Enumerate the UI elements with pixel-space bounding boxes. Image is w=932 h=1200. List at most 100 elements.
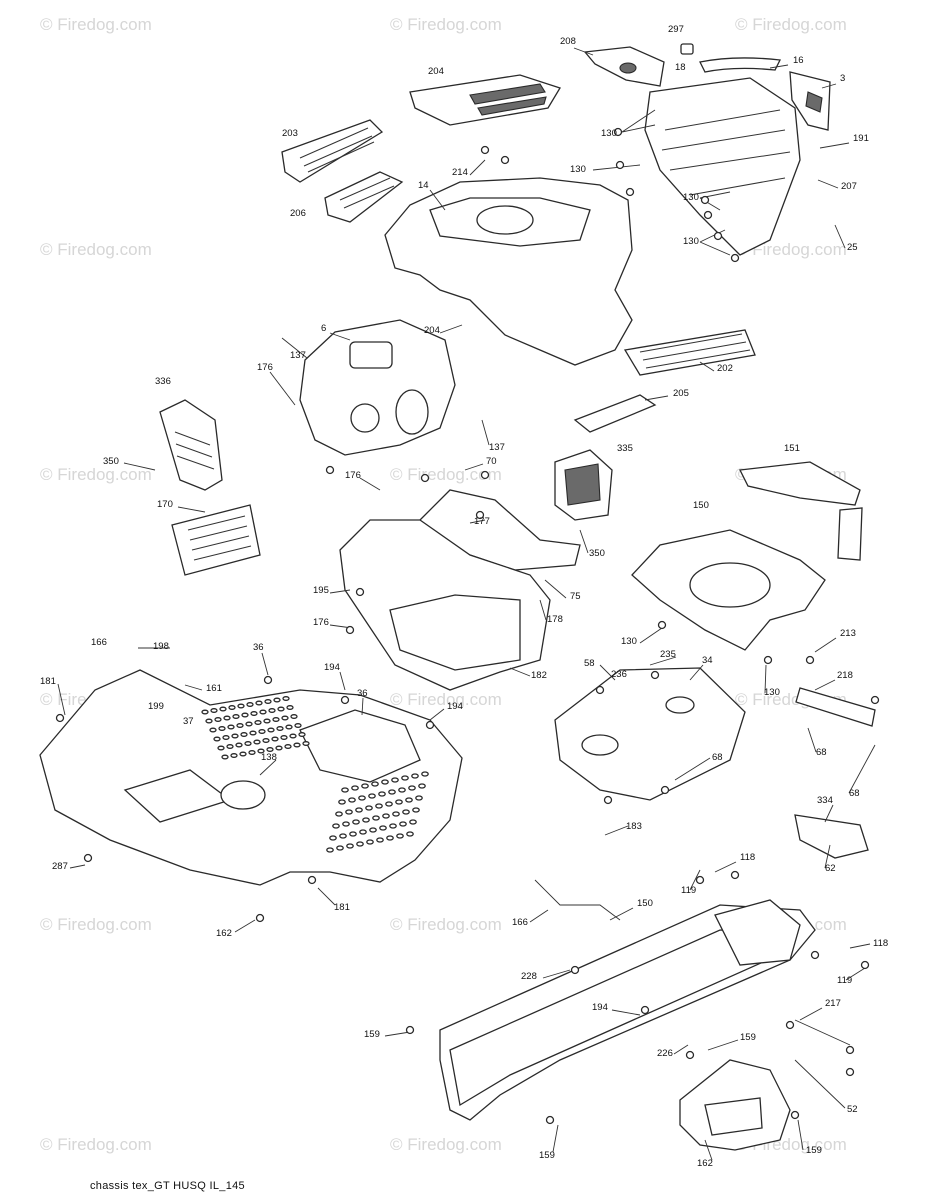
footplate-hole: [332, 823, 340, 829]
footplate-hole: [388, 789, 396, 795]
part-208-vent-cover: [583, 46, 665, 87]
footplate-hole: [286, 705, 294, 710]
fastener: [480, 145, 490, 155]
footplate-hole: [253, 739, 261, 745]
callout-213: 213: [840, 628, 856, 639]
footplate-hole: [346, 843, 354, 849]
footplate-hole: [235, 742, 243, 748]
fastener: [475, 510, 485, 520]
footplate-hole: [257, 748, 265, 754]
footplate-hole: [358, 795, 366, 801]
fastener: [695, 875, 705, 885]
footplate-hole: [359, 829, 367, 835]
footplate-holes: [201, 696, 429, 853]
fastener: [870, 695, 880, 705]
callout-208: 208: [560, 36, 576, 47]
watermark-text: © Firedog.com: [390, 690, 502, 709]
footplate-hole: [385, 801, 393, 807]
callout-36: 36: [253, 642, 264, 653]
footplate-hole: [282, 696, 290, 701]
callout-52: 52: [847, 1104, 858, 1115]
footplate-hole: [348, 797, 356, 803]
footplate-hole: [250, 711, 258, 716]
callout-130: 130: [621, 636, 637, 647]
fastener: [685, 1050, 695, 1060]
callout-130: 130: [570, 164, 586, 175]
footplate-hole: [395, 799, 403, 805]
callout-195: 195: [313, 585, 329, 596]
callout-236: 236: [611, 669, 627, 680]
footplate-hole: [240, 732, 248, 737]
watermark-text: © Firedog.com: [40, 1135, 152, 1154]
part-334-bracket: [794, 814, 869, 859]
leader-lines: [57, 47, 876, 1161]
footplate-hole: [209, 727, 217, 733]
footplate-hole: [326, 847, 334, 853]
fastener: [545, 1115, 555, 1125]
fastener: [480, 470, 490, 480]
footplate-hole: [258, 729, 266, 734]
footplate-hole: [230, 753, 238, 758]
footplate-hole: [381, 779, 389, 785]
part-6-dashboard: [299, 319, 456, 456]
footplate-hole: [409, 819, 417, 825]
part-206-side-panel: [324, 171, 404, 223]
footplate-hole: [244, 741, 252, 746]
footplate-hole: [227, 724, 235, 730]
callout-176: 176: [257, 362, 273, 373]
callout-176: 176: [345, 470, 361, 481]
footplate-hole: [351, 785, 359, 791]
footplate-hole: [289, 733, 297, 739]
fastener: [55, 713, 65, 723]
fastener: [603, 795, 613, 805]
footplate-hole: [239, 751, 247, 757]
callout-194: 194: [447, 701, 463, 712]
footplate-hole: [226, 744, 234, 749]
callout-130: 130: [764, 687, 780, 698]
callout-70: 70: [486, 456, 497, 467]
fastener: [703, 210, 713, 220]
callout-138: 138: [261, 752, 277, 763]
footplate-hole: [302, 741, 310, 746]
callout-137: 137: [290, 350, 306, 361]
callout-130: 130: [683, 236, 699, 247]
part-170-vent-plate: [171, 504, 261, 576]
footplate-hole: [285, 724, 293, 730]
footplate-hole: [266, 747, 274, 752]
callout-287: 287: [52, 861, 68, 872]
footplate-hole: [342, 821, 350, 827]
callout-336: 336: [155, 376, 171, 387]
callout-159: 159: [539, 1150, 555, 1161]
footplate-hole: [271, 736, 279, 742]
callout-16: 16: [793, 55, 804, 66]
fastener: [657, 620, 667, 630]
footplate-hole: [218, 726, 226, 731]
fastener: [713, 231, 723, 241]
callout-181: 181: [40, 676, 56, 687]
fastener: [730, 253, 740, 263]
footplate-hole: [361, 783, 369, 789]
fastener: [615, 160, 625, 170]
footplate-hole: [386, 835, 394, 841]
part-204-hood-insert: [409, 74, 561, 126]
callout-18: 18: [675, 62, 686, 73]
footplate-hole: [263, 718, 271, 724]
part-297-clip: [680, 43, 694, 55]
watermark-text: © Firedog.com: [40, 240, 152, 259]
watermark-text: © Firedog.com: [390, 465, 502, 484]
fastener: [345, 625, 355, 635]
fastener: [700, 195, 710, 205]
footplate-hole: [372, 815, 380, 821]
footplate-hole: [262, 738, 270, 743]
footplate-hole: [375, 803, 383, 809]
fastener: [625, 187, 635, 197]
fastener: [263, 675, 273, 685]
callout-25: 25: [847, 242, 858, 253]
footplate-hole: [259, 709, 267, 715]
part-205-lower-trim: [573, 394, 657, 433]
fastener: [83, 853, 93, 863]
footplate-hole: [298, 732, 306, 737]
callout-181: 181: [334, 902, 350, 913]
